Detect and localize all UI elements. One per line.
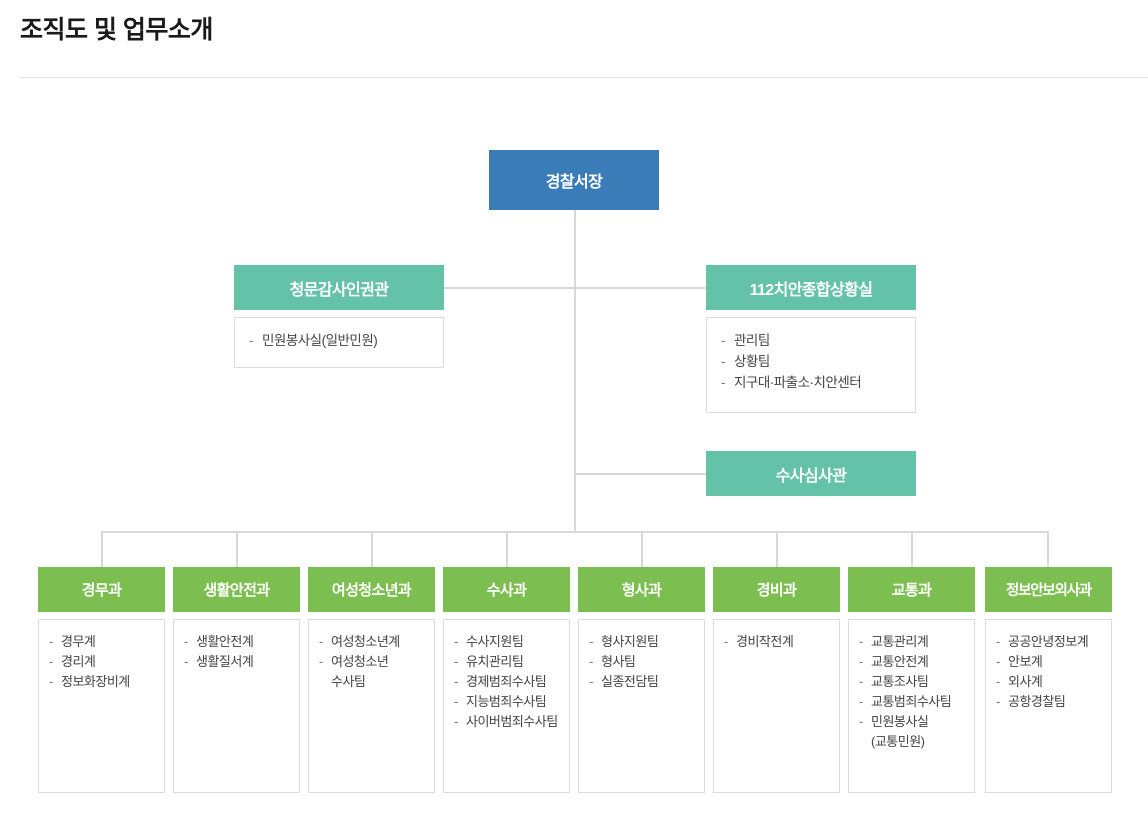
node-department-yeoseong-cheongsonyeon-label: 여성청소년과: [331, 582, 412, 599]
list-item: 여성청소년계: [319, 632, 428, 652]
node-department-saenghwal-anjeon-label: 생활안전과: [203, 582, 270, 599]
node-staff-investigation-reviewer-label: 수사심사관: [775, 467, 847, 485]
list-item: 생활질서계: [184, 652, 293, 672]
node-department-susa[interactable]: 수사과: [443, 567, 570, 612]
list-item: 민원봉사실 (교통민원): [859, 712, 968, 752]
node-department-saenghwal-anjeon-body: 생활안전계 생활질서계: [173, 619, 300, 793]
list-item: 경리계: [49, 652, 158, 672]
list-item: 정보화장비계: [49, 672, 158, 692]
list-item: 지구대·파출소·치안센터: [721, 372, 905, 393]
node-department-yeoseong-cheongsonyeon-body: 여성청소년계 여성청소년 수사팀: [308, 619, 435, 793]
list-item: 교통조사팀: [859, 672, 968, 692]
list-item: 수사지원팀: [454, 632, 563, 652]
list-item: 지능범죄수사팀: [454, 692, 563, 712]
connector-staff-left: [443, 287, 576, 289]
connector-staff-review: [574, 473, 707, 475]
node-staff-audit-label: 청문감사인권관: [289, 281, 389, 299]
node-staff-112[interactable]: 112치안종합상황실: [706, 265, 916, 310]
node-department-gyotong[interactable]: 교통과: [848, 567, 975, 612]
list-item: 공공안녕정보계: [996, 632, 1105, 652]
list-item: 민원봉사실(일반민원): [249, 330, 433, 351]
node-chief-label: 경찰서장: [545, 174, 603, 191]
node-staff-audit[interactable]: 청문감사인권관: [234, 265, 444, 310]
list-item: 경무계: [49, 632, 158, 652]
node-department-gyeongmu-body: 경무계 경리계 정보화장비계: [38, 619, 165, 793]
node-department-jeongbo-anbo-oesa[interactable]: 정보안보외사과: [985, 567, 1112, 612]
node-department-gyeongmu[interactable]: 경무과: [38, 567, 165, 612]
node-department-jeongbo-anbo-oesa-label: 정보안보외사과: [1006, 583, 1092, 599]
node-staff-investigation-reviewer[interactable]: 수사심사관: [706, 451, 916, 496]
connector-drop-3: [371, 531, 373, 567]
node-department-gyotong-label: 교통과: [891, 582, 932, 599]
list-item: 사이버범죄수사팀: [454, 712, 563, 732]
node-chief[interactable]: 경찰서장: [489, 150, 659, 210]
list-item: 교통범죄수사팀: [859, 692, 968, 712]
node-department-gyeongbi[interactable]: 경비과: [713, 567, 840, 612]
connector-drop-1: [101, 531, 103, 567]
node-department-gyeongbi-body: 경비작전계: [713, 619, 840, 793]
list-item: 교통안전계: [859, 652, 968, 672]
node-department-susa-label: 수사과: [486, 582, 527, 599]
list-item: 생활안전계: [184, 632, 293, 652]
list-item: 형사지원팀: [589, 632, 698, 652]
list-item: 공항경찰팀: [996, 692, 1105, 712]
connector-drop-7: [911, 531, 913, 567]
list-item: 관리팀: [721, 330, 905, 351]
connector-drop-8: [1047, 531, 1049, 567]
node-department-hyeongsa[interactable]: 형사과: [578, 567, 705, 612]
node-department-gyotong-body: 교통관리계 교통안전계 교통조사팀 교통범죄수사팀 민원봉사실 (교통민원): [848, 619, 975, 793]
node-staff-audit-body: 민원봉사실(일반민원): [234, 317, 444, 368]
node-department-gyeongbi-label: 경비과: [756, 582, 797, 599]
list-item: 유치관리팀: [454, 652, 563, 672]
node-department-yeoseong-cheongsonyeon[interactable]: 여성청소년과: [308, 567, 435, 612]
node-department-susa-body: 수사지원팀 유치관리팀 경제범죄수사팀 지능범죄수사팀 사이버범죄수사팀: [443, 619, 570, 793]
list-item: 여성청소년 수사팀: [319, 652, 428, 692]
connector-drop-2: [236, 531, 238, 567]
list-item: 상황팀: [721, 351, 905, 372]
node-staff-112-body: 관리팀 상황팀 지구대·파출소·치안센터: [706, 317, 916, 413]
connector-staff-right: [574, 287, 707, 289]
list-item: 경제범죄수사팀: [454, 672, 563, 692]
node-department-gyeongmu-label: 경무과: [81, 582, 122, 599]
connector-trunk-vertical: [574, 210, 576, 532]
page-title: 조직도 및 업무소개: [20, 16, 213, 44]
connector-drop-4: [506, 531, 508, 567]
list-item: 외사계: [996, 672, 1105, 692]
title-divider: [20, 77, 1148, 78]
node-department-saenghwal-anjeon[interactable]: 생활안전과: [173, 567, 300, 612]
node-staff-112-label: 112치안종합상황실: [749, 281, 873, 299]
connector-drop-5: [641, 531, 643, 567]
connector-drop-6: [776, 531, 778, 567]
node-department-hyeongsa-label: 형사과: [621, 582, 662, 599]
connector-department-bar: [101, 531, 1049, 533]
list-item: 형사팀: [589, 652, 698, 672]
list-item: 경비작전계: [724, 632, 833, 652]
list-item: 교통관리계: [859, 632, 968, 652]
list-item: 실종전담팀: [589, 672, 698, 692]
node-department-hyeongsa-body: 형사지원팀 형사팀 실종전담팀: [578, 619, 705, 793]
list-item: 안보계: [996, 652, 1105, 672]
organization-chart: 경찰서장 청문감사인권관 민원봉사실(일반민원) 112치안종합상황실 관리팀 …: [0, 90, 1148, 823]
node-department-jeongbo-anbo-oesa-body: 공공안녕정보계 안보계 외사계 공항경찰팀: [985, 619, 1112, 793]
